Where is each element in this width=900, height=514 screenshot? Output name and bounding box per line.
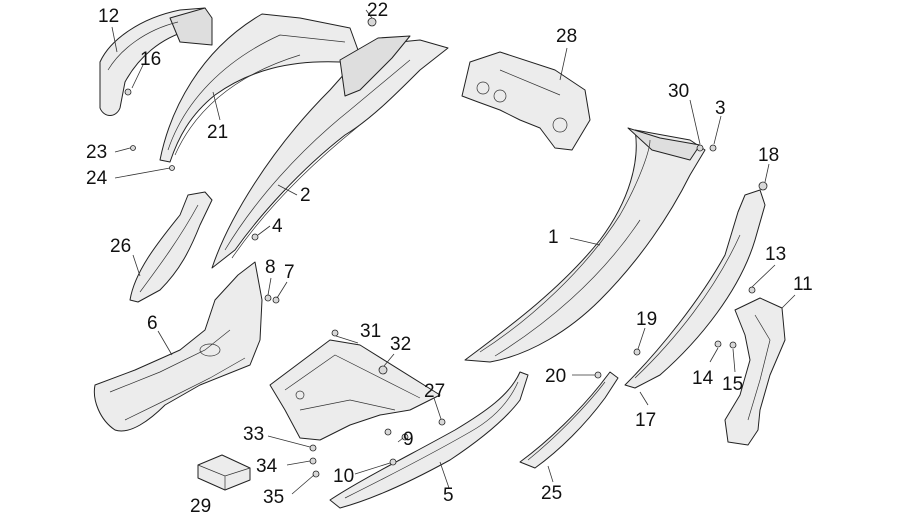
label-6: 6	[147, 313, 158, 334]
part-25-trim-strip	[519, 371, 619, 469]
label-11: 11	[793, 274, 813, 295]
screw-33	[309, 444, 317, 452]
label-12: 12	[98, 6, 119, 27]
label-9: 9	[403, 429, 414, 450]
screw-30	[696, 144, 704, 152]
part-1-side-cowl	[464, 127, 706, 363]
part-6-floor-panel	[93, 261, 263, 432]
part-29-pad	[197, 454, 251, 491]
screw-34	[309, 457, 317, 465]
part-21-arch-cover	[159, 13, 359, 163]
label-24: 24	[86, 168, 108, 189]
part-26-inner-panel	[129, 191, 213, 303]
label-15: 15	[722, 374, 743, 395]
leader-lines	[111, 9, 796, 495]
part-28-bracket	[461, 51, 591, 151]
label-27: 27	[424, 381, 445, 402]
part-31-tray	[269, 339, 441, 441]
label-26: 26	[110, 236, 131, 257]
label-7: 7	[284, 262, 295, 283]
screw-32	[378, 365, 388, 375]
label-35: 35	[263, 487, 284, 508]
screw-18	[758, 181, 768, 191]
part-11-rear-panel	[724, 297, 786, 446]
label-34: 34	[256, 456, 278, 477]
screw-31	[331, 329, 339, 337]
fastener-screws	[124, 17, 768, 478]
screw-24	[169, 165, 175, 171]
label-30: 30	[668, 81, 689, 102]
label-13: 13	[765, 244, 786, 265]
label-1: 1	[548, 227, 559, 248]
screw-7	[272, 296, 280, 304]
label-19: 19	[636, 309, 657, 330]
screw-9b	[401, 433, 409, 441]
label-23: 23	[86, 142, 107, 163]
part-5-floor-skirt	[329, 371, 529, 509]
screw-10	[389, 458, 397, 466]
screw-3	[709, 144, 717, 152]
screw-35	[312, 470, 320, 478]
label-22: 22	[367, 0, 388, 21]
label-28: 28	[556, 26, 577, 47]
screw-16	[124, 88, 132, 96]
screw-9a	[384, 428, 392, 436]
screw-4	[251, 233, 259, 241]
label-8: 8	[265, 257, 276, 278]
label-2: 2	[300, 185, 311, 206]
screw-14	[714, 340, 722, 348]
screw-19	[633, 348, 641, 356]
label-16: 16	[140, 49, 161, 70]
label-33: 33	[243, 424, 264, 445]
label-5: 5	[443, 485, 454, 506]
label-3: 3	[715, 98, 726, 119]
label-32: 32	[390, 334, 411, 355]
label-10: 10	[333, 466, 354, 487]
label-25: 25	[541, 483, 562, 504]
screw-27	[438, 418, 446, 426]
label-17: 17	[635, 410, 656, 431]
screw-15	[729, 341, 737, 349]
part-2-side-panel	[211, 35, 449, 269]
label-20: 20	[545, 366, 566, 387]
label-31: 31	[360, 321, 381, 342]
label-21: 21	[207, 122, 228, 143]
label-4: 4	[272, 216, 283, 237]
screw-23	[130, 145, 136, 151]
screw-20	[594, 371, 602, 379]
part-12-handle	[99, 7, 213, 116]
label-29: 29	[190, 496, 211, 514]
screw-8	[264, 294, 272, 302]
label-18: 18	[758, 145, 779, 166]
callout-labels: 12 16 21 22 23 24 2 4 26 8 7 6 28 30 3 1…	[86, 0, 813, 514]
label-14: 14	[692, 368, 714, 389]
screw-13	[748, 286, 756, 294]
part-17-side-rail	[624, 189, 766, 389]
